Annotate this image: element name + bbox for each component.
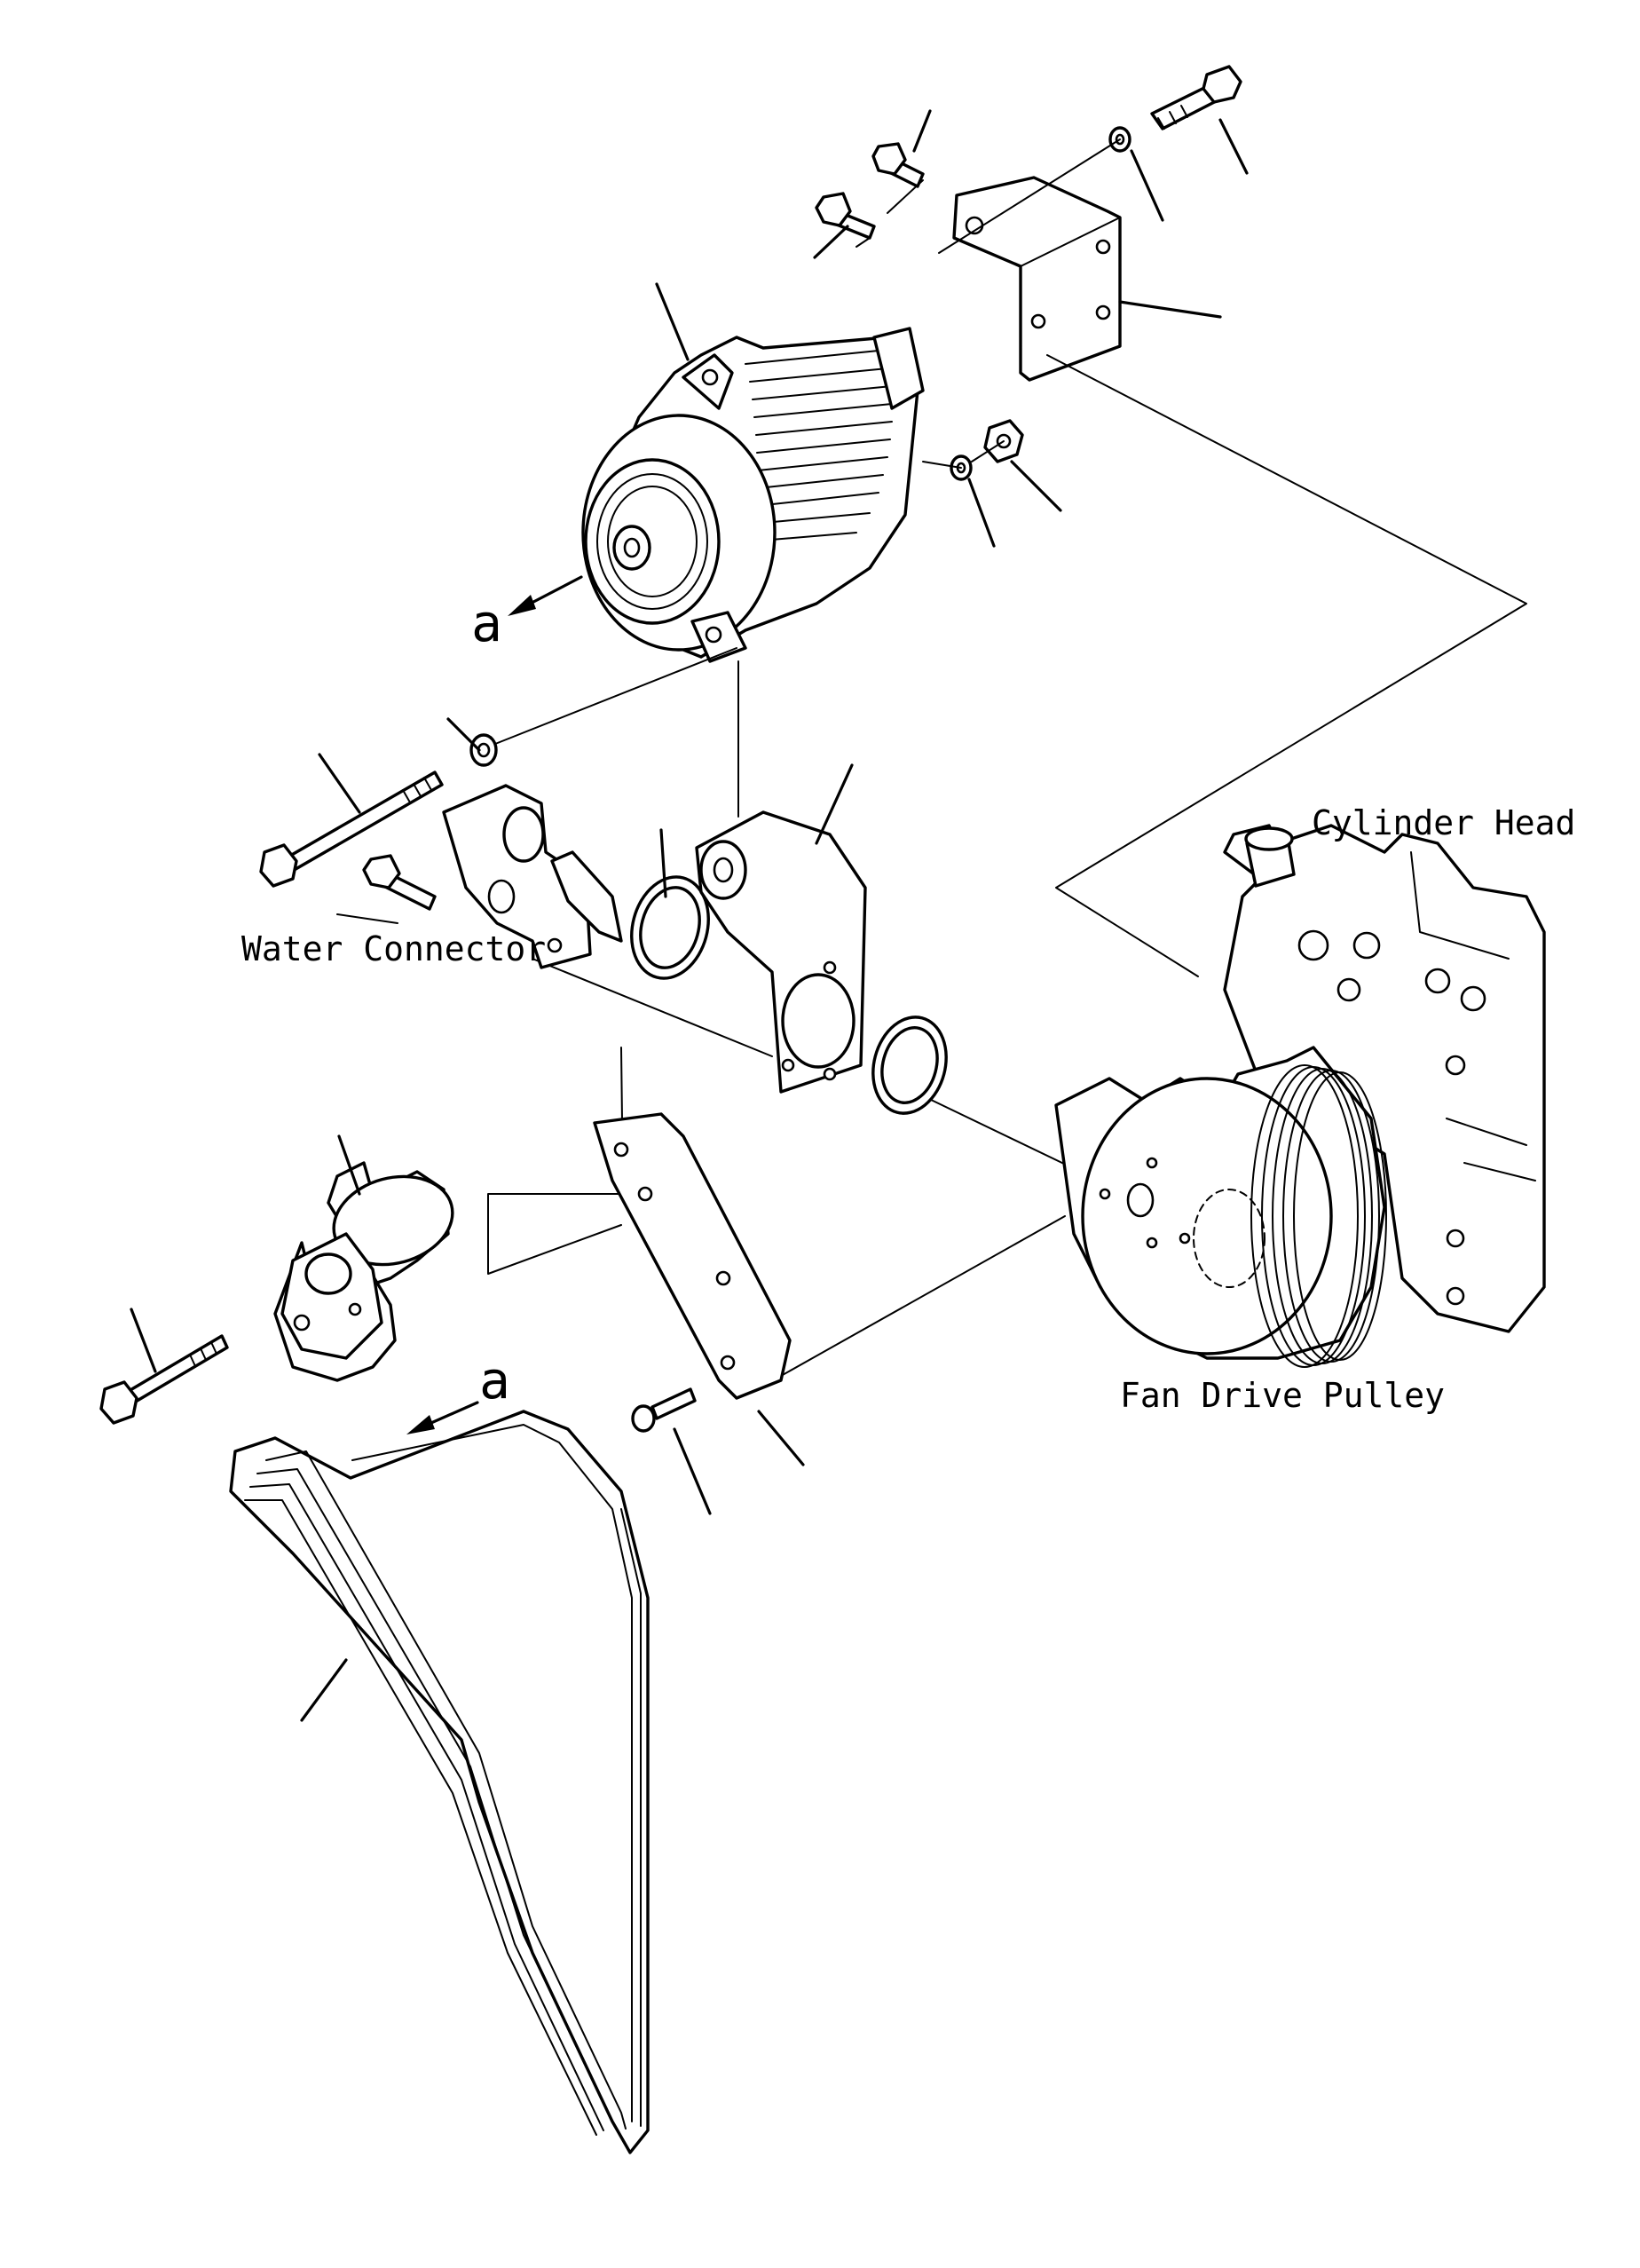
view-label-a-top: a [471, 593, 502, 653]
idler-bracket-plate [593, 1112, 792, 1400]
cylinder-head [1223, 824, 1546, 1333]
bracket-bolt-short-1 [871, 142, 925, 188]
v-ribbed-belt [229, 1410, 650, 2154]
view-label-a-bottom: a [479, 1350, 510, 1411]
leader-lines [130, 109, 1249, 1722]
connector-bolt [362, 854, 437, 911]
cylinder-head-label: Cylinder Head [1312, 803, 1575, 842]
long-bolt [259, 770, 444, 888]
fan-drive-pulley [1054, 1046, 1387, 1368]
tensioner-bolt [99, 1334, 229, 1425]
fan-drive-pulley-label: Fan Drive Pulley [1120, 1376, 1445, 1415]
alternator [581, 327, 925, 663]
o-ring-lower [871, 1015, 948, 1115]
water-connector [442, 784, 623, 969]
view-arrow-bottom: a [406, 1350, 510, 1434]
bracket-bolt-short-2 [815, 192, 876, 240]
bracket-bolt-long [1150, 65, 1242, 130]
alternator-bracket [952, 176, 1122, 382]
belt-tensioner [273, 1161, 454, 1382]
o-ring-upper [630, 875, 710, 980]
water-connector-label: Water Connector [241, 929, 546, 968]
water-pump-housing [695, 810, 867, 1094]
view-arrow-top: a [471, 575, 583, 653]
plate-bolt [631, 1387, 697, 1433]
